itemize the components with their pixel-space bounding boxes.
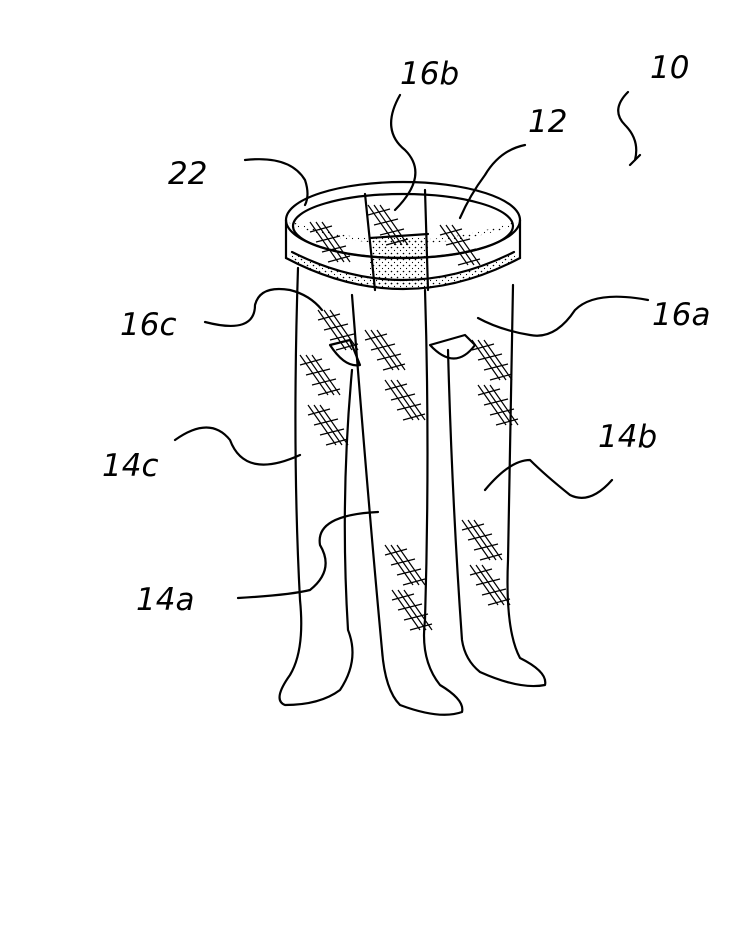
label-12: 12 <box>528 104 567 140</box>
panel-16b <box>363 188 430 292</box>
label-14c: 14c <box>102 448 159 484</box>
label-16c: 16c <box>120 307 177 343</box>
leader-lines <box>173 90 650 600</box>
label-10: 10 <box>650 50 689 86</box>
leg-14c <box>278 266 354 707</box>
leg-14a <box>350 288 464 716</box>
label-16a: 16a <box>652 297 710 333</box>
label-14a: 14a <box>136 582 194 618</box>
leg-14b <box>446 283 547 688</box>
label-22: 22 <box>168 156 207 192</box>
label-16b: 16b <box>400 56 459 92</box>
label-14b: 14b <box>598 419 657 455</box>
